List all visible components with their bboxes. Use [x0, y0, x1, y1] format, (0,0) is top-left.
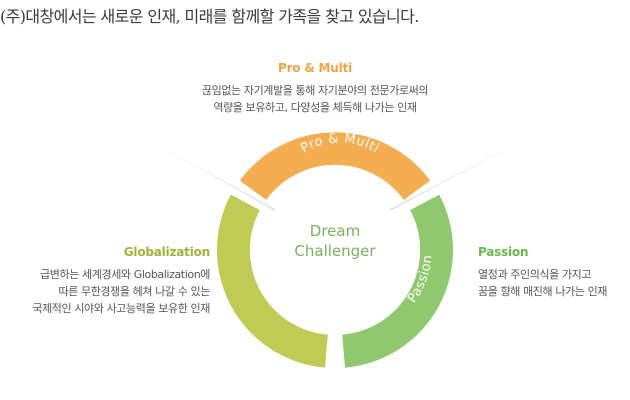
- passion-title: Passion: [478, 245, 529, 259]
- page-headline: (주)대창에서는 새로운 인재, 미래를 함께할 가족을 찾고 있습니다.: [0, 7, 419, 26]
- globalization-line-3: 국제적인 시야와 사고능력을 보유한 인재: [32, 302, 210, 315]
- center-title-challenger: Challenger: [294, 242, 376, 260]
- passion-line-1: 열정과 주인의식을 가지고: [478, 268, 592, 281]
- segment-passion: [342, 194, 454, 368]
- globalization-line-1: 급변하는 세계경세와 Globalization에: [40, 268, 210, 281]
- pro-multi-line-2: 역량을 보유하고, 다양성을 체득해 나가는 인재: [213, 101, 417, 114]
- globalization-title: Globalization: [123, 245, 210, 259]
- globalization-description: Globalization 급변하는 세계경세와 Globalization에 …: [10, 244, 210, 317]
- pro-multi-description: Pro & Multi 끊임없는 자기계발을 통해 자기분야의 전문가로써의 역…: [200, 60, 430, 116]
- passion-description: Passion 열정과 주인의식을 가지고 꿈을 향해 매진해 나가는 인재: [478, 244, 628, 300]
- center-title-dream: Dream: [310, 222, 360, 240]
- globalization-line-2: 따른 무한경쟁을 헤쳐 나갈 수 있는: [58, 285, 210, 298]
- divider-ray-left: [109, 117, 276, 211]
- pro-multi-title: Pro & Multi: [277, 61, 353, 75]
- pro-multi-line-1: 끊임없는 자기계발을 통해 자기분야의 전문가로써의: [201, 84, 429, 97]
- segment-globalization: [216, 194, 328, 368]
- segment-pro-multi: [239, 132, 431, 200]
- passion-line-2: 꿈을 향해 매진해 나가는 인재: [478, 285, 608, 298]
- divider-ray-right: [389, 117, 566, 211]
